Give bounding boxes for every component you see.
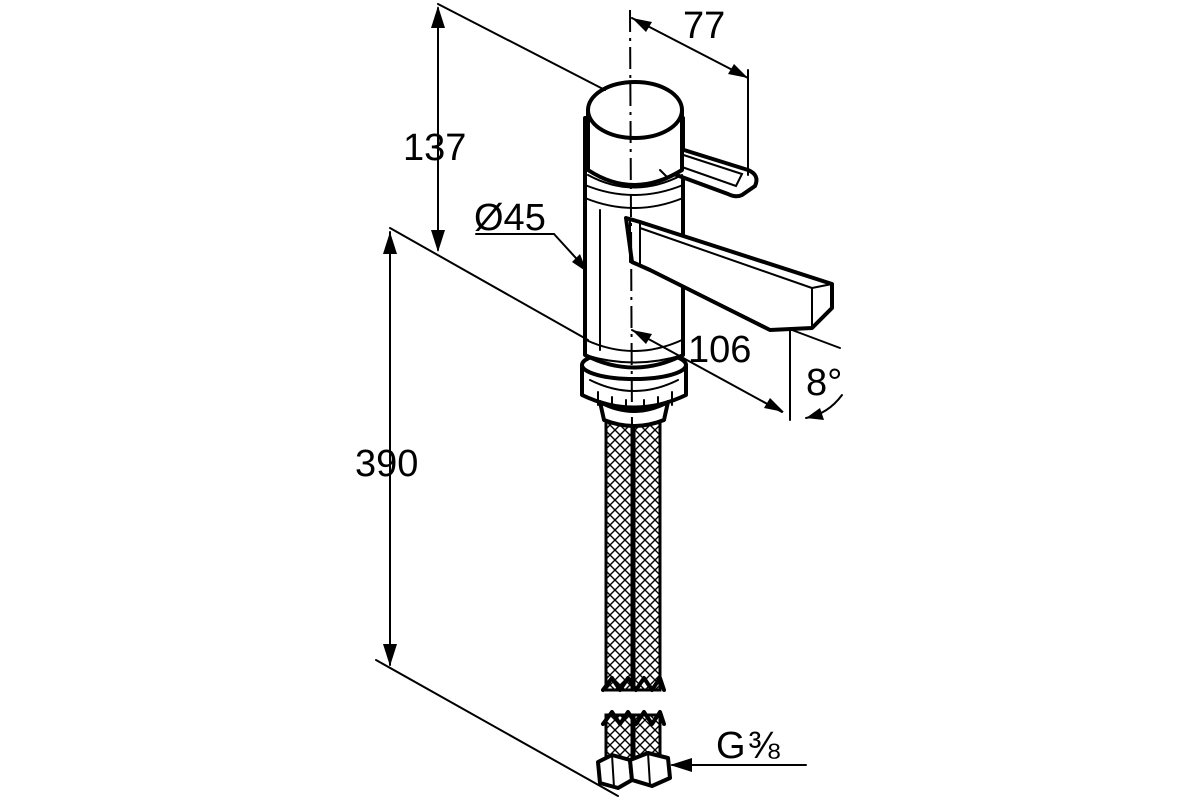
dimension-connection: G ⅜ <box>670 725 807 772</box>
spout <box>624 216 834 332</box>
label-77: 77 <box>683 5 725 47</box>
dimension-77: 77 <box>631 5 749 176</box>
dimension-diameter: Ø45 <box>474 197 587 272</box>
label-390: 390 <box>355 443 418 485</box>
label-diameter: Ø45 <box>474 197 546 239</box>
dimension-137: 137 <box>403 3 606 252</box>
label-connection-thread: G <box>716 725 746 767</box>
supply-hoses <box>596 413 672 790</box>
dimension-390: 390 <box>355 227 619 797</box>
label-connection-fraction: ⅜ <box>748 725 780 767</box>
label-137: 137 <box>403 127 466 169</box>
top-cap <box>586 80 684 189</box>
label-106: 106 <box>688 329 751 371</box>
dimension-106: 106 <box>631 329 791 421</box>
label-angle: 8° <box>806 362 842 404</box>
center-line <box>629 9 633 431</box>
dimension-angle: 8° <box>791 329 843 420</box>
